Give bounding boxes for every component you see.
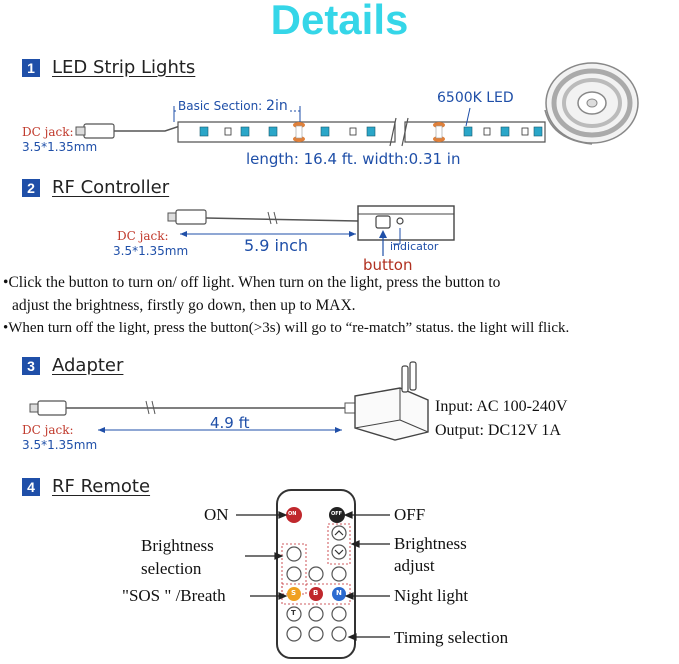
page-title: Details [270, 0, 409, 43]
section-title-rf-remote: RF Remote [52, 476, 151, 497]
adapter-dc-jack-label: DC jack: [22, 423, 74, 437]
strip-led-chips [199, 126, 543, 137]
remote-on-button [286, 507, 302, 523]
controller-bullet-2: •When turn off the light, press the butt… [3, 320, 570, 336]
remote-breath-text: B [313, 589, 319, 597]
strip-reel-image [544, 62, 639, 145]
remote-off-button [329, 507, 345, 523]
remote-sos-text: S [291, 589, 297, 597]
brightness-adjust-line1: Brightness [394, 534, 467, 553]
controller-box [357, 205, 455, 241]
remote-on-text: ON [288, 511, 297, 517]
strip-copper-pads [293, 122, 445, 142]
brightness-adjust-line2: adjust [394, 556, 435, 575]
section-title-led-strip: LED Strip Lights [52, 57, 196, 78]
sos-breath-label: "SOS " /Breath [122, 586, 226, 605]
section-title-adapter: Adapter [52, 355, 124, 376]
strip-dimensions: length: 16.4 ft. width:0.31 in [246, 150, 461, 168]
controller-button-shape [375, 215, 391, 229]
remote-off-text: OFF [331, 511, 343, 517]
brightness-selection-line1: Brightness [141, 536, 214, 555]
adapter-input: Input: AC 100-240V [435, 398, 568, 415]
remote-timing-text: T [291, 609, 296, 617]
section-number-1: 1 [22, 59, 40, 77]
remote-night-button [332, 587, 346, 601]
bullet-2-text: When turn off the light, press the butto… [8, 320, 570, 336]
section-number-4: 4 [22, 478, 40, 496]
controller-dc-jack [175, 209, 207, 225]
remote-brightness-down [331, 544, 347, 560]
basic-section-value: 2in [266, 98, 288, 114]
timing-selection-label: Timing selection [394, 628, 509, 647]
basic-section-text: Basic Section: 2in [176, 98, 290, 114]
remote-on-label: ON [204, 505, 229, 524]
section-title-rf-controller: RF Controller [52, 177, 170, 198]
remote-callouts [236, 511, 390, 641]
brightness-selection-line2: selection [141, 559, 202, 578]
controller-dc-jack-size: 3.5*1.35mm [113, 244, 189, 258]
section-number-2: 2 [22, 179, 40, 197]
strip-body-left [177, 121, 396, 143]
indicator-label: indicator [390, 240, 439, 253]
controller-bullet-1: •Click the button to turn on/ off light.… [3, 274, 501, 291]
strip-dc-jack-size: 3.5*1.35mm [22, 140, 98, 154]
controller-indicator-shape [396, 217, 404, 225]
remote-breath-button [309, 587, 323, 601]
section-number-3: 3 [22, 357, 40, 375]
strip-dc-jack-label: DC jack: [22, 125, 74, 139]
button-label: button [363, 256, 413, 274]
remote-brightness-up [331, 525, 347, 541]
controller-bullet-1-cont: adjust the brightness, firstly go down, … [12, 297, 356, 314]
bullet-1-text: Click the button to turn on/ off light. … [8, 274, 501, 291]
adapter-length: 4.9 ft [210, 414, 250, 432]
controller-length: 5.9 inch [244, 236, 309, 255]
remote-timing-buttons [286, 606, 347, 642]
basic-section-label: Basic Section: [178, 99, 267, 113]
remote-off-label: OFF [394, 505, 426, 524]
night-light-label: Night light [394, 586, 469, 605]
remote-sos-button [287, 587, 301, 601]
adapter-output: Output: DC12V 1A [435, 422, 561, 439]
led-type-label: 6500K LED [437, 90, 514, 106]
controller-dc-jack-label: DC jack: [117, 229, 169, 243]
adapter-dc-jack-size: 3.5*1.35mm [22, 438, 98, 452]
remote-night-text: N [336, 589, 342, 597]
